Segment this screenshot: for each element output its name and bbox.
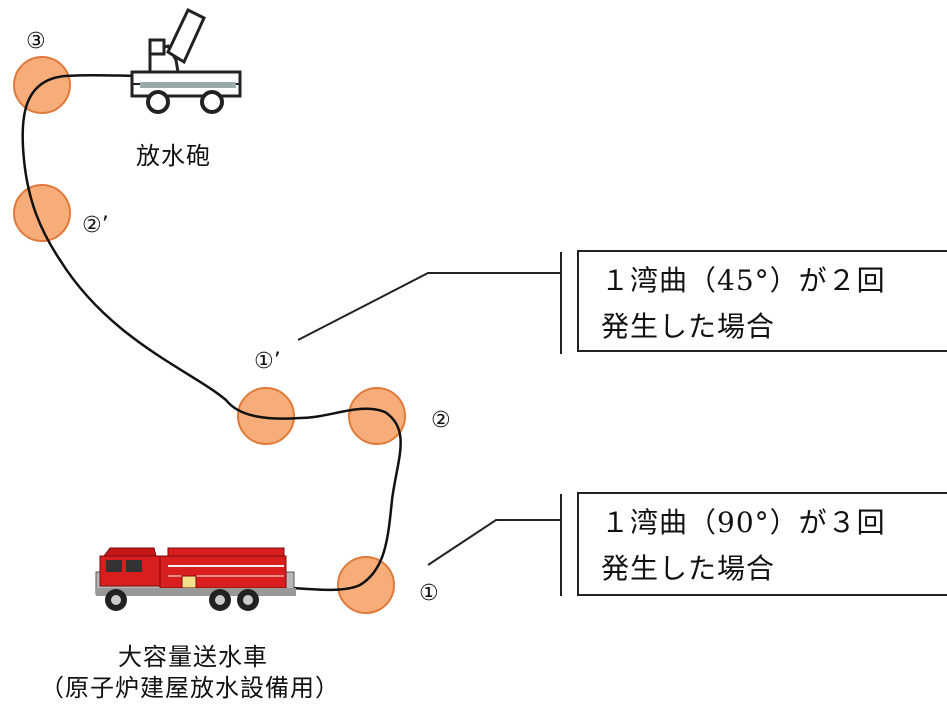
callout-box-90deg: １湾曲（90°）が３回 発生した場合 [577, 492, 947, 596]
bend-markers [13, 56, 406, 614]
truck-caption-line2: （原子炉建屋放水設備用） [40, 674, 340, 702]
bend-point-1-prime [237, 387, 295, 445]
point-label-2-prime: ②’ [82, 213, 109, 238]
fire-truck-icon [95, 547, 296, 611]
point-label-3: ③ [26, 29, 46, 54]
hose-line [21, 73, 402, 592]
callout-90deg-line2: 発生した場合 [601, 552, 776, 585]
bend-point-2 [348, 387, 406, 445]
point-label-1: ① [419, 581, 439, 606]
bend-point-1 [337, 556, 395, 614]
callout-45deg-line2: 発生した場合 [601, 310, 776, 343]
water-cannon-icon [130, 7, 242, 114]
callout-90deg-line1: １湾曲（90°）が３回 [601, 506, 886, 539]
point-label-2: ② [431, 408, 451, 433]
water-cannon-caption: 放水砲 [136, 142, 211, 170]
truck-caption-line1: 大容量送水車 [118, 643, 268, 671]
callout-box-45deg: １湾曲（45°）が２回 発生した場合 [577, 250, 947, 352]
callout-leaders [297, 272, 560, 566]
point-label-1-prime: ①’ [254, 349, 281, 374]
callout-bracket-2 [560, 494, 562, 596]
callout-bracket-1 [560, 252, 562, 354]
bend-point-2-prime [13, 184, 71, 242]
callout-45deg-line1: １湾曲（45°）が２回 [601, 264, 886, 297]
